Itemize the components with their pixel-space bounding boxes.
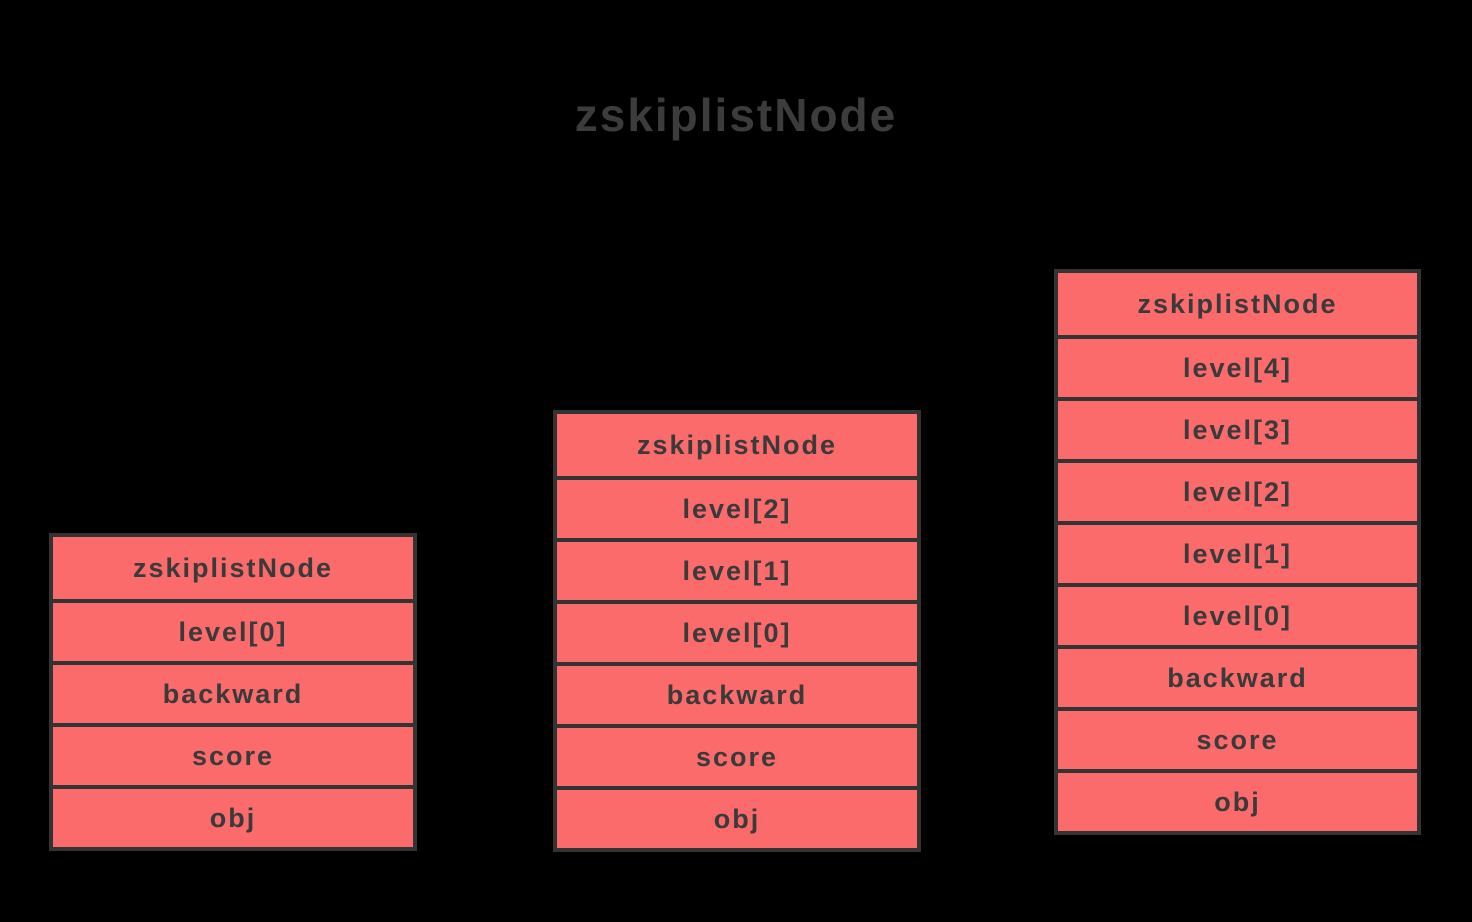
skiplist-node-3-levels: zskiplistNode level[2] level[1] level[0]… — [553, 410, 921, 852]
cell-level0: level[0] — [557, 600, 917, 662]
cell-struct-name: zskiplistNode — [636, 429, 838, 460]
cell-score: score — [557, 724, 917, 786]
cell-level3: level[3] — [1058, 397, 1417, 459]
cell-backward: backward — [53, 661, 413, 723]
cell-obj: obj — [53, 785, 413, 847]
cell-struct-name: zskiplistNode — [132, 552, 334, 583]
cell-level2: level[2] — [1058, 459, 1417, 521]
cell-level1: level[1] — [1058, 521, 1417, 583]
skiplist-node-1-level: zskiplistNode level[0] backward score ob… — [49, 533, 417, 851]
cell-score: score — [53, 723, 413, 785]
cell-level4: level[4] — [1058, 335, 1417, 397]
cell-level2: level[2] — [557, 476, 917, 538]
cell-obj: obj — [557, 786, 917, 848]
cell-level0: level[0] — [1058, 583, 1417, 645]
cell-backward: backward — [1058, 645, 1417, 707]
diagram-title: zskiplistNode — [574, 89, 898, 141]
cell-level0: level[0] — [53, 599, 413, 661]
cell-backward: backward — [557, 662, 917, 724]
cell-score: score — [1058, 707, 1417, 769]
cell-obj: obj — [1058, 769, 1417, 831]
skiplist-node-5-levels: zskiplistNode level[4] level[3] level[2]… — [1054, 269, 1421, 835]
cell-level1: level[1] — [557, 538, 917, 600]
cell-struct-name: zskiplistNode — [1137, 288, 1338, 319]
